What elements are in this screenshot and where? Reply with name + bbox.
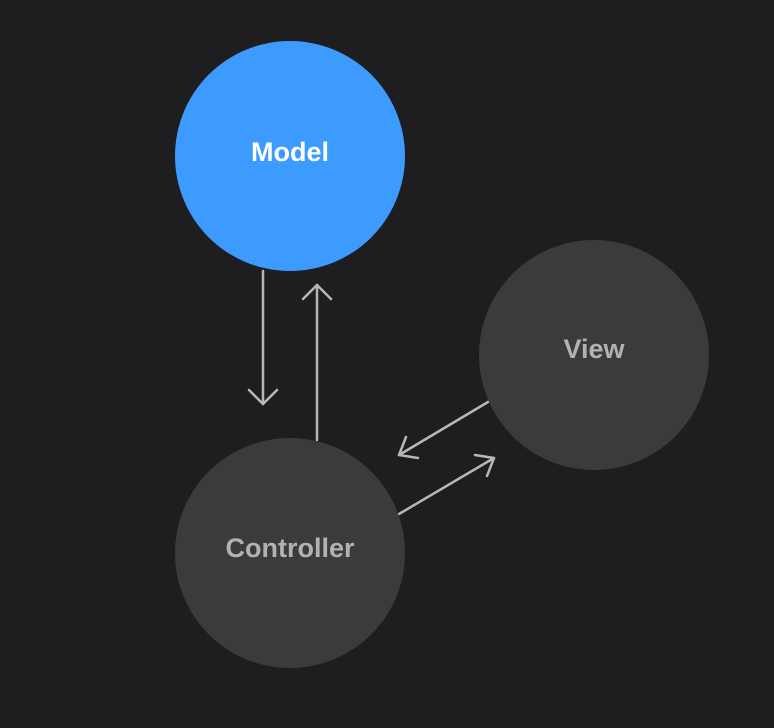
view-circle	[479, 240, 709, 470]
arrow-controller-to-model	[301, 283, 333, 442]
controller-label: Controller	[225, 533, 354, 563]
model-label: Model	[251, 137, 329, 167]
arrow-model-to-controller	[247, 269, 279, 406]
node-controller[interactable]: Controller	[175, 438, 405, 668]
node-view[interactable]: View	[479, 240, 709, 470]
view-label: View	[563, 334, 625, 364]
arrow-view-to-controller	[397, 400, 490, 460]
arrow-controller-to-view	[397, 453, 496, 516]
node-model[interactable]: Model	[175, 41, 405, 271]
model-circle	[175, 41, 405, 271]
controller-circle	[175, 438, 405, 668]
